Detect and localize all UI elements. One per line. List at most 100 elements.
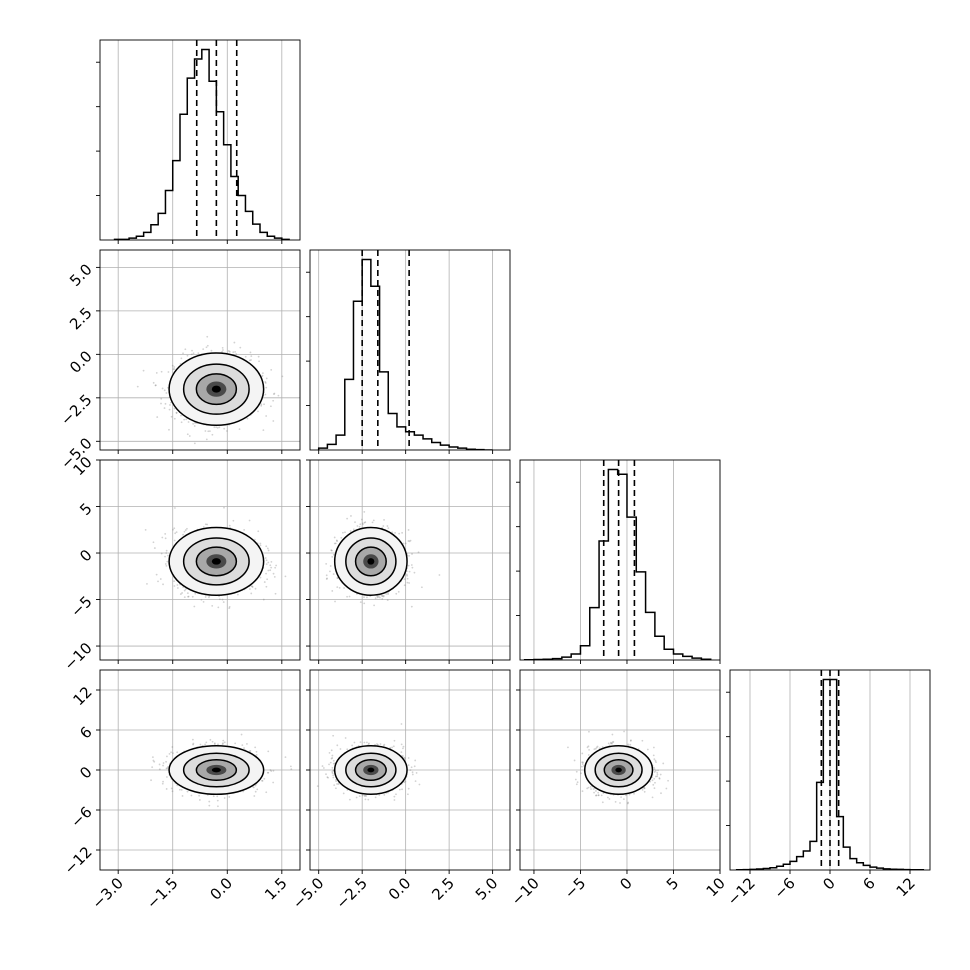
panel-2-2 bbox=[516, 459, 721, 664]
scatter-point bbox=[146, 583, 148, 585]
scatter-point bbox=[228, 524, 231, 527]
scatter-point bbox=[264, 381, 267, 383]
scatter-point bbox=[260, 404, 263, 407]
scatter-point bbox=[183, 589, 186, 592]
scatter-point bbox=[272, 420, 275, 422]
scatter-point bbox=[348, 595, 351, 598]
scatter-point bbox=[182, 352, 184, 355]
scatter-point bbox=[334, 542, 337, 545]
scatter-point bbox=[165, 392, 168, 394]
scatter-point bbox=[335, 539, 338, 542]
scatter-point bbox=[215, 426, 218, 429]
scatter-point bbox=[275, 564, 278, 567]
scatter-point bbox=[257, 410, 259, 413]
scatter-point bbox=[363, 511, 366, 513]
scatter-point bbox=[406, 577, 409, 580]
scatter-point bbox=[160, 552, 163, 555]
scatter-point bbox=[221, 350, 223, 353]
scatter-point bbox=[391, 531, 394, 534]
panel-frame bbox=[99, 249, 301, 451]
scatter-point bbox=[272, 399, 275, 402]
scatter-point bbox=[236, 593, 239, 596]
scatter-point bbox=[183, 596, 186, 599]
scatter-point bbox=[165, 760, 167, 763]
scatter-point bbox=[394, 531, 397, 534]
scatter-point bbox=[193, 605, 196, 608]
scatter-point bbox=[254, 587, 257, 590]
panel-content bbox=[144, 506, 287, 610]
scatter-point bbox=[407, 564, 410, 567]
scatter-point bbox=[186, 527, 188, 530]
scatter-point bbox=[371, 521, 374, 524]
density-level-4 bbox=[211, 558, 221, 565]
contour-2-1-0 bbox=[333, 526, 408, 597]
scatter-point bbox=[333, 536, 336, 539]
scatter-point bbox=[352, 528, 355, 531]
scatter-point bbox=[267, 561, 270, 564]
scatter-point bbox=[152, 541, 155, 544]
scatter-point bbox=[205, 438, 208, 441]
scatter-point bbox=[152, 759, 155, 762]
y-tick-label-2-3: 5 bbox=[76, 499, 95, 518]
scatter-point bbox=[346, 595, 348, 598]
scatter-point bbox=[259, 576, 262, 579]
scatter-point bbox=[326, 577, 328, 580]
scatter-point bbox=[386, 599, 389, 602]
scatter-point bbox=[175, 411, 178, 414]
panel-frame bbox=[519, 459, 721, 661]
panel-content bbox=[325, 511, 441, 608]
scatter-point bbox=[363, 596, 365, 599]
scatter-point bbox=[417, 551, 420, 554]
scatter-point bbox=[360, 518, 363, 521]
scatter-point bbox=[381, 595, 384, 598]
scatter-point bbox=[265, 386, 268, 389]
scatter-point bbox=[226, 430, 228, 432]
scatter-point bbox=[331, 590, 334, 592]
scatter-point bbox=[263, 403, 265, 406]
scatter-point bbox=[354, 521, 356, 524]
scatter-point bbox=[274, 592, 277, 595]
scatter-point bbox=[173, 366, 176, 368]
scatter-point bbox=[165, 564, 168, 567]
scatter-point bbox=[343, 587, 345, 589]
y-tick-label-2-0: −10 bbox=[61, 639, 96, 674]
scatter-point bbox=[262, 429, 265, 432]
scatter-point bbox=[173, 417, 176, 420]
scatter-point bbox=[263, 581, 266, 583]
scatter-point bbox=[272, 572, 275, 575]
panel-frame bbox=[309, 459, 511, 661]
scatter-point bbox=[346, 517, 349, 520]
scatter-point bbox=[272, 769, 275, 772]
scatter-point bbox=[258, 360, 260, 363]
scatter-point bbox=[405, 573, 408, 576]
scatter-point bbox=[402, 542, 405, 545]
scatter-point bbox=[263, 777, 266, 780]
scatter-point bbox=[170, 415, 173, 418]
scatter-point bbox=[187, 421, 190, 423]
scatter-point bbox=[163, 389, 166, 392]
scatter-point bbox=[222, 601, 225, 603]
scatter-point bbox=[356, 525, 359, 527]
scatter-point bbox=[167, 554, 169, 557]
scatter-point bbox=[376, 596, 379, 599]
scatter-point bbox=[193, 425, 196, 427]
scatter-point bbox=[249, 749, 252, 752]
scatter-point bbox=[387, 591, 389, 594]
scatter-point bbox=[152, 381, 155, 384]
scatter-point bbox=[325, 578, 328, 580]
scatter-point bbox=[274, 566, 277, 569]
scatter-point bbox=[160, 397, 163, 400]
scatter-point bbox=[164, 533, 167, 535]
scatter-point bbox=[204, 523, 207, 526]
scatter-point bbox=[186, 592, 189, 595]
histogram-1 bbox=[317, 258, 493, 450]
scatter-point bbox=[136, 385, 139, 388]
scatter-point bbox=[186, 433, 189, 436]
scatter-point bbox=[325, 574, 328, 577]
scatter-point bbox=[410, 605, 413, 608]
scatter-point bbox=[379, 596, 381, 599]
scatter-point bbox=[267, 750, 270, 753]
scatter-point bbox=[363, 602, 366, 605]
grid-lines bbox=[100, 250, 300, 450]
